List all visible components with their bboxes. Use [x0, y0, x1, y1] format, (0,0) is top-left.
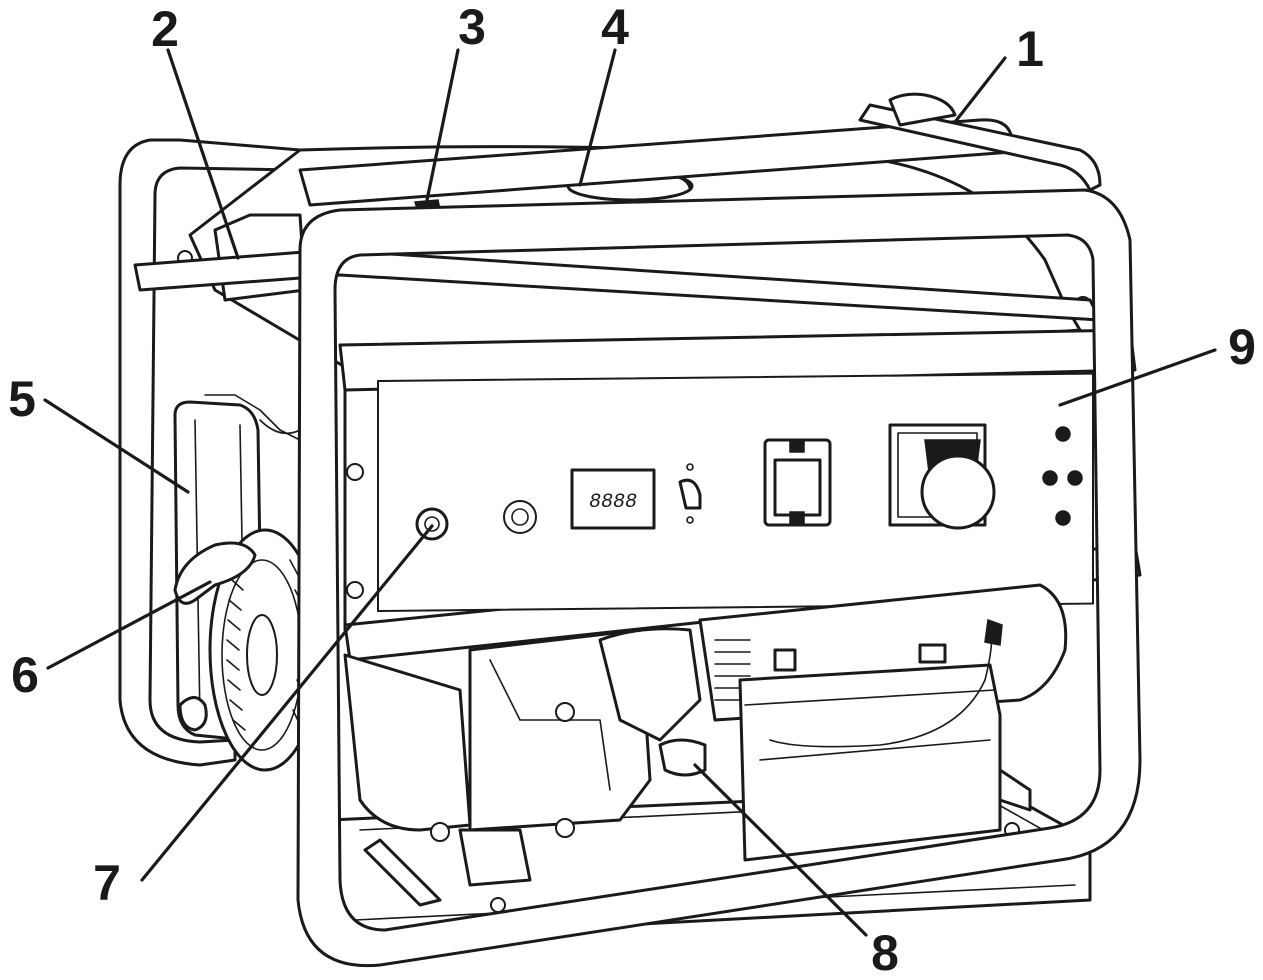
leader-line-5 — [43, 398, 190, 494]
callout-labels: 1 2 3 4 5 6 7 8 9 — [8, 0, 1256, 980]
callout-1: 1 — [1016, 21, 1044, 77]
leader-line-4 — [578, 48, 617, 187]
leader-line-6 — [46, 580, 212, 670]
leader-line-7 — [140, 524, 434, 882]
leader-line-2 — [166, 48, 240, 260]
callout-4: 4 — [601, 0, 629, 55]
leader-line-8 — [693, 763, 868, 937]
leader-line-3 — [424, 48, 460, 207]
callout-5: 5 — [8, 371, 36, 427]
front-frame — [296, 188, 1142, 968]
callout-6: 6 — [11, 647, 39, 703]
control-panel: 8888 — [338, 328, 1142, 662]
leader-lines — [43, 48, 1217, 937]
leader-line-9 — [1058, 348, 1217, 407]
callout-7: 7 — [93, 855, 121, 911]
meter-display: 8888 — [589, 491, 637, 514]
callout-9: 9 — [1228, 319, 1256, 375]
callout-2: 2 — [151, 1, 179, 57]
engine-left — [173, 394, 322, 772]
callout-3: 3 — [458, 0, 486, 55]
engine-lower — [343, 583, 1068, 913]
leader-line-1 — [953, 56, 1007, 124]
callout-8: 8 — [871, 925, 899, 980]
